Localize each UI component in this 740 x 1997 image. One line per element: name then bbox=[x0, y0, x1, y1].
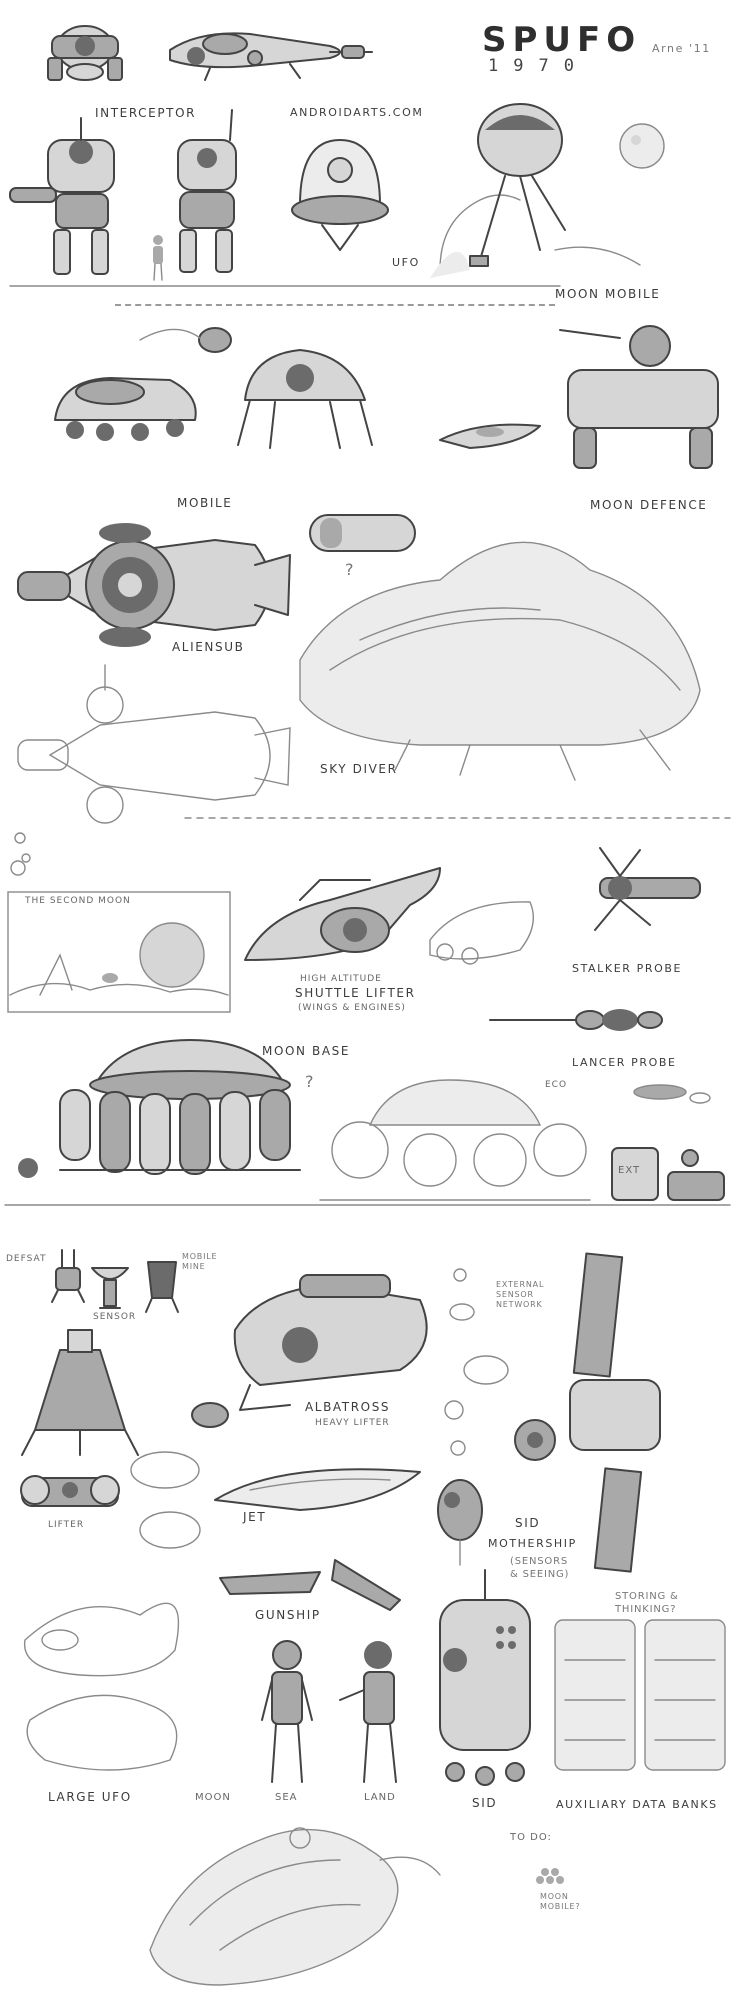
label-sensor: SENSOR bbox=[93, 1312, 137, 1322]
label-interceptor: INTERCEPTOR bbox=[95, 106, 197, 120]
label-albatross: ALBATROSS bbox=[305, 1400, 391, 1414]
giant-cruiser-sketch bbox=[149, 1827, 441, 1986]
signature: Arne '11 bbox=[652, 42, 711, 55]
character-land-sketch bbox=[339, 1641, 397, 1783]
sky-diver-sketch bbox=[299, 541, 701, 781]
aliensub-outline-sketch bbox=[17, 664, 291, 824]
label-land: LAND bbox=[364, 1792, 396, 1803]
moon-mobile-note-sketch bbox=[536, 1868, 564, 1884]
sensor-sketch bbox=[91, 1267, 129, 1309]
cone-lander-sketch bbox=[21, 1329, 139, 1456]
moon-defence-sketch bbox=[559, 325, 719, 469]
label-moon-mobile-note: MOON MOBILE? bbox=[540, 1892, 581, 1911]
second-moon-panel bbox=[7, 891, 231, 1013]
small-ship-sketch bbox=[633, 1084, 711, 1104]
small-circles-sketch bbox=[10, 832, 31, 876]
label-lifter: LIFTER bbox=[48, 1520, 85, 1530]
label-defsat: DEFSAT bbox=[6, 1254, 47, 1264]
mobile-mine-sketch bbox=[145, 1261, 179, 1313]
label-jet: JET bbox=[243, 1510, 267, 1524]
label-large-ufo: LARGE UFO bbox=[48, 1790, 132, 1804]
lancer-probe-sketch bbox=[489, 1009, 663, 1031]
label-moon-base: MOON BASE bbox=[262, 1044, 351, 1058]
shuttle-lifter-sketch bbox=[244, 867, 441, 961]
label-auxiliary-data-banks: AUXILIARY DATA BANKS bbox=[556, 1798, 718, 1811]
mothership-sketch bbox=[437, 1479, 483, 1566]
label-lancer-probe: LANCER PROBE bbox=[572, 1056, 677, 1069]
large-ufo-sketch bbox=[23, 1602, 180, 1771]
pilot-figure-sketch bbox=[153, 235, 163, 281]
mobile-flyer-sketch bbox=[439, 423, 541, 449]
robot-left-sketch bbox=[9, 117, 115, 275]
label-sky-diver: SKY DIVER bbox=[320, 762, 398, 776]
label-sid-bottom: SID bbox=[472, 1796, 498, 1810]
question-mark-2: ? bbox=[305, 1072, 314, 1091]
ext-building-sketch bbox=[611, 1147, 725, 1201]
label-wings-engines: (WINGS & ENGINES) bbox=[298, 1003, 406, 1013]
label-mothership: MOTHERSHIP bbox=[488, 1537, 577, 1550]
label-storing-thinking: STORING & THINKING? bbox=[615, 1591, 679, 1615]
shuttle-rear-sketch bbox=[429, 901, 534, 965]
moon-mobile-sketch bbox=[430, 103, 641, 278]
lifter-sketch bbox=[20, 1475, 120, 1507]
label-stalker-probe: STALKER PROBE bbox=[572, 962, 683, 975]
label-to-do: TO DO: bbox=[510, 1832, 552, 1843]
label-mobile-mine: MOBILE MINE bbox=[182, 1252, 218, 1271]
label-high-altitude: HIGH ALTITUDE bbox=[300, 974, 382, 984]
mobile-vehicle-sketch bbox=[54, 377, 197, 441]
ufo-sketch bbox=[291, 139, 389, 251]
label-website: ANDROIDARTS.COM bbox=[290, 106, 424, 119]
label-moon-defence: MOON DEFENCE bbox=[590, 498, 708, 512]
aliensub-top-sketch bbox=[17, 523, 291, 647]
label-second-moon: THE SECOND MOON bbox=[25, 896, 131, 906]
sheet-year: 1970 bbox=[488, 56, 589, 76]
label-aliensub: ALIENSUB bbox=[172, 640, 245, 654]
pod-sketch bbox=[309, 514, 416, 552]
label-external-sensor-network: EXTERNAL SENSOR NETWORK bbox=[496, 1280, 545, 1309]
label-gunship: GUNSHIP bbox=[255, 1608, 321, 1622]
sid-robot-sketch bbox=[439, 1569, 531, 1786]
label-ufo: UFO bbox=[392, 256, 420, 269]
flying-drone-sketch bbox=[139, 327, 232, 353]
sensor-network-sketch bbox=[444, 1268, 509, 1456]
faint-craft-sketch bbox=[130, 1451, 201, 1549]
interceptor-side-sketch bbox=[169, 32, 373, 81]
albatross-sketch bbox=[191, 1274, 428, 1428]
label-sea: SEA bbox=[275, 1792, 298, 1803]
sheet-title: SPUFO bbox=[482, 20, 642, 60]
character-sea-sketch bbox=[261, 1640, 313, 1783]
sid-satellite-sketch bbox=[514, 1252, 661, 1573]
data-banks-sketch bbox=[554, 1619, 726, 1771]
label-shuttle-lifter: SHUTTLE LIFTER bbox=[295, 986, 416, 1000]
mobile-walker-sketch bbox=[237, 349, 373, 449]
planet-sketch bbox=[619, 123, 665, 169]
label-sid: SID bbox=[515, 1516, 541, 1530]
jet-sketch bbox=[214, 1468, 421, 1511]
robot-right-sketch bbox=[177, 109, 237, 273]
label-sensors-seeing: (SENSORS & SEEING) bbox=[510, 1556, 570, 1580]
label-ext-sign: EXT bbox=[618, 1165, 641, 1176]
moon-base-left-sketch bbox=[18, 1039, 301, 1178]
label-heavy-lifter: HEAVY LIFTER bbox=[315, 1418, 390, 1428]
question-mark-1: ? bbox=[345, 560, 354, 579]
interceptor-front-sketch bbox=[47, 25, 123, 81]
label-mobile: MOBILE bbox=[177, 496, 233, 510]
label-moon: MOON bbox=[195, 1792, 231, 1803]
label-moon-mobile: MOON MOBILE bbox=[555, 287, 661, 301]
moon-base-right-sketch bbox=[319, 1079, 591, 1201]
gunship-sketch bbox=[219, 1559, 401, 1611]
defsat-sketch bbox=[51, 1249, 85, 1303]
label-eco: ECO bbox=[545, 1080, 568, 1090]
stalker-probe-sketch bbox=[594, 847, 701, 931]
divider-1 bbox=[115, 304, 555, 306]
